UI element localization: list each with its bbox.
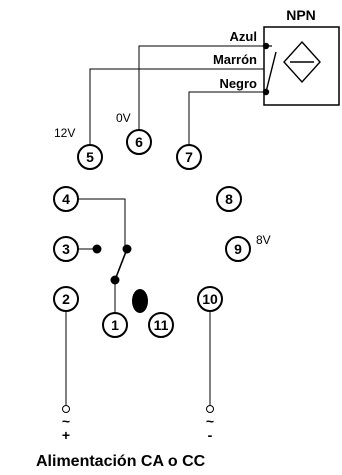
pin-3: 3 — [53, 236, 79, 262]
wire-azul — [138, 45, 264, 130]
pin-5-number: 5 — [86, 149, 94, 165]
pin-9: 9 — [225, 236, 251, 262]
relay-coil-marker — [132, 289, 148, 313]
voltage-label-0v: 0V — [116, 111, 131, 125]
pin-8: 8 — [216, 186, 242, 212]
wire-label-marron: Marrón — [213, 52, 257, 67]
pin-11: 11 — [148, 312, 174, 338]
pin-6: 6 — [126, 129, 152, 155]
pin-4-number: 4 — [62, 191, 70, 207]
pin-6-number: 6 — [135, 134, 143, 150]
sensor-switch-blade — [265, 51, 277, 93]
pin-11-number: 11 — [154, 317, 169, 333]
voltage-label-8v: 8V — [256, 233, 271, 247]
pin-1-number: 1 — [111, 317, 119, 333]
voltage-label-12v: 12V — [54, 126, 75, 140]
supply-sign-minus: - — [208, 427, 213, 443]
pin-10-number: 10 — [202, 291, 218, 307]
wire-label-azul: Azul — [230, 29, 257, 44]
sensor-symbol-icon — [283, 40, 321, 84]
wire-pin4-contact — [78, 198, 126, 248]
wire-negro — [188, 91, 264, 145]
wire-marron — [89, 68, 264, 145]
supply-sign-plus: + — [62, 427, 70, 443]
caption: Alimentación CA o CC — [36, 453, 206, 470]
pin-1: 1 — [102, 312, 128, 338]
pin-7-number: 7 — [185, 149, 193, 165]
pin-2: 2 — [53, 286, 79, 312]
supply-terminal-right — [206, 405, 214, 413]
pin-7: 7 — [176, 144, 202, 170]
supply-ac-symbol-right: ~ — [206, 413, 214, 429]
supply-ac-symbol-left: ~ — [62, 413, 70, 429]
sensor-box — [263, 26, 340, 106]
pin-9-number: 9 — [234, 241, 242, 257]
pin-8-number: 8 — [225, 191, 233, 207]
pin-10: 10 — [197, 286, 223, 312]
pin-3-number: 3 — [62, 241, 70, 257]
pin-2-number: 2 — [62, 291, 70, 307]
relay-switch-blade — [114, 248, 128, 281]
pin-5: 5 — [77, 144, 103, 170]
sensor-type-label: NPN — [286, 7, 316, 23]
wire-label-negro: Negro — [219, 76, 257, 91]
pin-4: 4 — [53, 186, 79, 212]
contact-nc — [92, 244, 102, 254]
supply-terminal-left — [62, 405, 70, 413]
